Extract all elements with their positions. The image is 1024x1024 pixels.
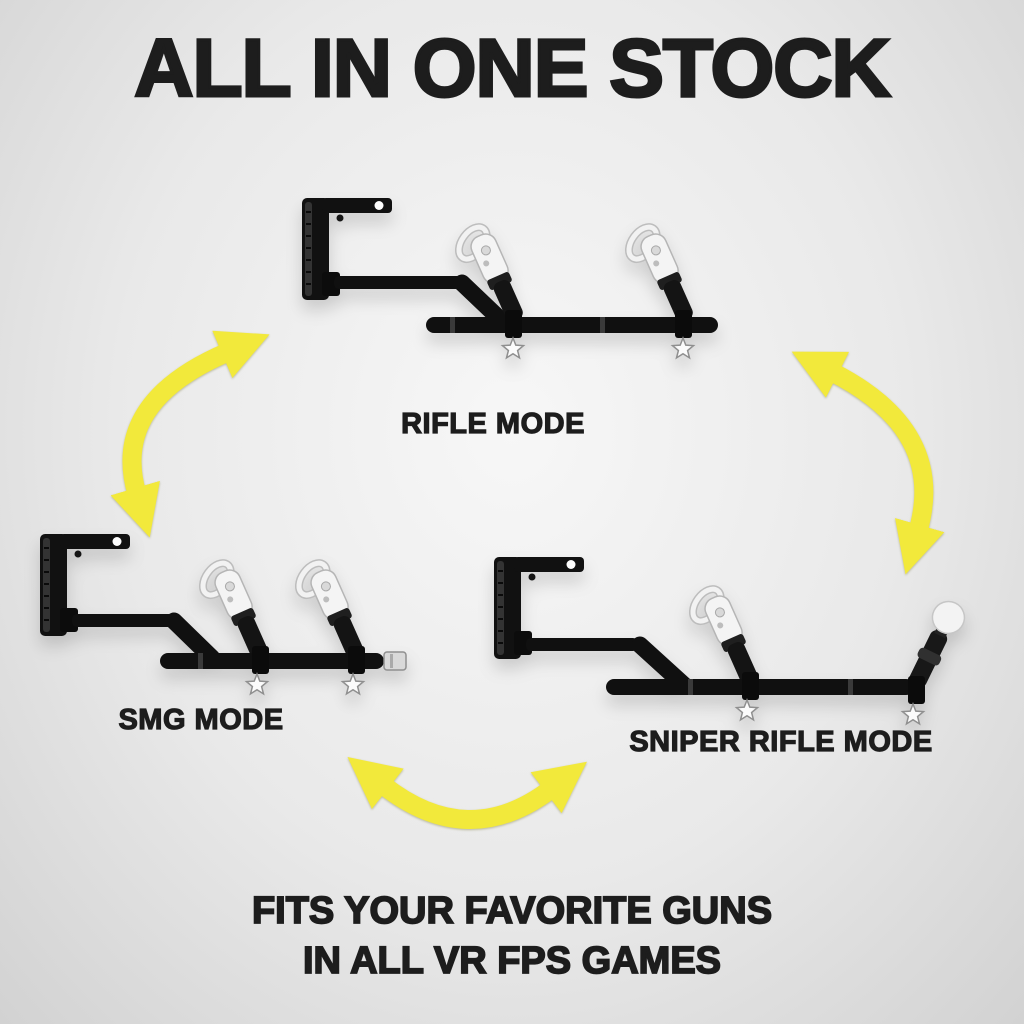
thumbscrew-icon <box>245 673 269 695</box>
rifle-mode-illustration <box>301 197 718 359</box>
arrow-rifle-sniper-icon <box>791 351 945 575</box>
thumbscrew-icon <box>341 673 365 695</box>
thumbscrew-icon <box>901 703 925 725</box>
smg-mode-illustration <box>39 533 407 695</box>
sniper-mode-illustration <box>493 556 971 725</box>
arrow-rifle-smg-icon <box>110 330 270 538</box>
footer-tagline: FITS YOUR FAVORITE GUNS IN ALL VR FPS GA… <box>0 886 1024 986</box>
footer-line-2: IN ALL VR FPS GAMES <box>302 939 722 983</box>
thumbscrew-icon <box>501 337 525 359</box>
thumbscrew-icon <box>671 337 695 359</box>
footer-line-1: FITS YOUR FAVORITE GUNS <box>251 889 773 933</box>
tube-end-cap-icon <box>383 651 407 671</box>
sniper-mode-label: SNIPER RIFLE MODE <box>629 725 933 758</box>
arrow-smg-sniper-icon <box>347 757 587 829</box>
smg-mode-label: SMG MODE <box>118 703 284 736</box>
rifle-mode-label: RIFLE MODE <box>400 407 585 440</box>
thumbscrew-icon <box>735 699 759 721</box>
page-title: ALL IN ONE STOCK <box>133 22 892 116</box>
